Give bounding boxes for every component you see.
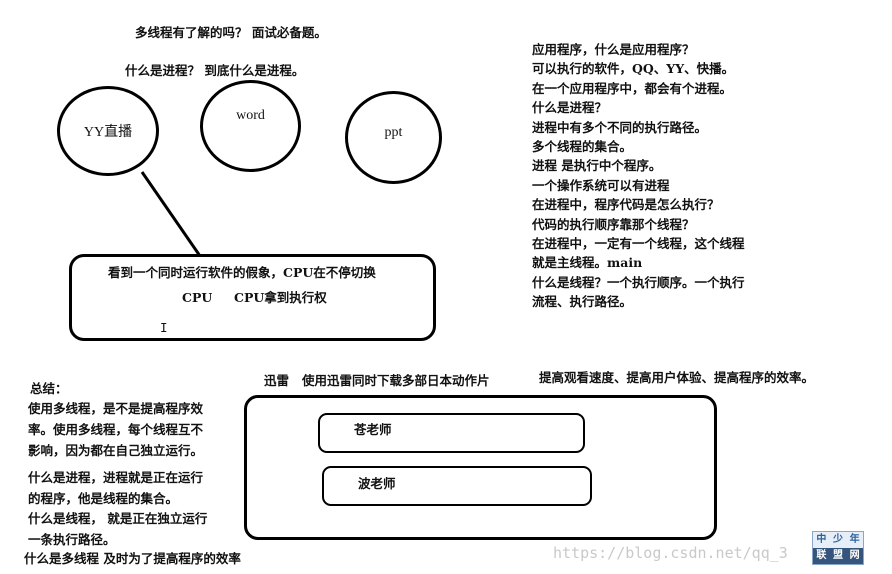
note-line: 应用程序，什么是应用程序？ xyxy=(532,42,695,57)
process-question: 什么是进程？ 到底什么是进程。 xyxy=(125,63,305,78)
summary-line: 影响，因为都在自己独立运行。 xyxy=(28,443,204,458)
download-task-1: 苍老师 xyxy=(318,413,585,453)
summary-line: 一条执行路径。 xyxy=(28,531,116,547)
right-notes: 应用程序，什么是应用程序？ 可以执行的软件，QQ、YY、快播。 在一个应用程序中… xyxy=(532,40,745,311)
cpu-line-1: 看到一个同时运行软件的假象，CPU在不停切换 xyxy=(108,265,376,280)
note-line: 多个线程的集合。 xyxy=(532,138,633,154)
xunlei-box xyxy=(244,395,717,540)
logo-char: 少 xyxy=(832,534,843,545)
note-line: 一个操作系统可以有进程 xyxy=(532,177,670,193)
summary-line: 什么是线程， 就是正在独立运行 xyxy=(28,511,208,526)
note-line: 进程 是执行中个程序。 xyxy=(532,158,662,174)
summary-line: 率。使用多线程，每个线程互不 xyxy=(28,422,204,437)
summary-paragraph-1: 使用多线程，是不是提高程序效 率。使用多线程，每个线程互不 影响，因为都在自己独… xyxy=(28,398,203,461)
note-line: 进程中有多个不同的执行路径。 xyxy=(532,119,708,135)
download-task-2: 波老师 xyxy=(322,466,592,506)
summary-line: 使用多线程，是不是提高程序效 xyxy=(28,401,204,416)
logo-char: 年 xyxy=(849,534,860,545)
watermark-url: https://blog.csdn.net/qq_3 xyxy=(553,544,788,562)
process-label-yy: YY直播 xyxy=(83,125,133,140)
note-line: 在进程中，程序代码是怎么执行？ xyxy=(532,197,720,213)
summary-title: 总结： xyxy=(30,381,68,396)
summary-line: 的程序，他是线程的集合。 xyxy=(28,490,179,506)
logo-char: 网 xyxy=(849,550,860,561)
process-circle-ppt: ppt xyxy=(345,91,442,184)
note-line: 在进程中，一定有一个线程，这个线程 xyxy=(532,235,745,251)
cpu-line-2: CPU CPU拿到执行权 xyxy=(182,290,327,305)
note-line: 在一个应用程序中，都会有个进程。 xyxy=(532,80,733,96)
text-cursor: I xyxy=(160,320,168,335)
process-circle-word: word xyxy=(200,80,301,172)
cpu-box: 看到一个同时运行软件的假象，CPU在不停切换 CPU CPU拿到执行权 I xyxy=(69,254,436,341)
process-to-cpu-line xyxy=(140,171,202,257)
summary-footer: 什么是多线程 及时为了提高程序的效率 xyxy=(24,551,241,566)
download-task-label: 苍老师 xyxy=(354,422,392,437)
summary-paragraph-2: 什么是进程，进程就是正在运行 的程序，他是线程的集合。 什么是线程， 就是正在独… xyxy=(28,468,207,550)
note-line: 就是主线程。main xyxy=(532,255,643,271)
logo-char: 联 xyxy=(816,550,827,561)
logo-char: 盟 xyxy=(832,550,843,561)
download-task-label: 波老师 xyxy=(358,476,396,491)
site-logo-icon: 中 少 年 联 盟 网 xyxy=(812,531,864,565)
process-circle-yy: YY直播 xyxy=(57,86,159,176)
note-line: 可以执行的软件，QQ、YY、快播。 xyxy=(532,61,735,77)
note-line: 代码的执行顺序靠那个线程？ xyxy=(532,216,695,232)
process-label-word: word xyxy=(236,108,265,123)
note-line: 什么是进程？ xyxy=(532,100,608,116)
question-heading: 多线程有了解的吗？ 面试必备题。 xyxy=(135,25,327,40)
xunlei-benefit: 提高观看速度、提高用户体验、提高程序的效率。 xyxy=(539,370,815,385)
note-line: 什么是线程？一个执行顺序。一个执行 xyxy=(532,274,745,290)
xunlei-caption: 迅雷 使用迅雷同时下载多部日本动作片 xyxy=(264,373,490,388)
note-line: 流程、执行路径。 xyxy=(532,294,633,310)
summary-line: 什么是进程，进程就是正在运行 xyxy=(28,470,204,485)
logo-char: 中 xyxy=(816,534,827,545)
process-label-ppt: ppt xyxy=(384,124,403,140)
